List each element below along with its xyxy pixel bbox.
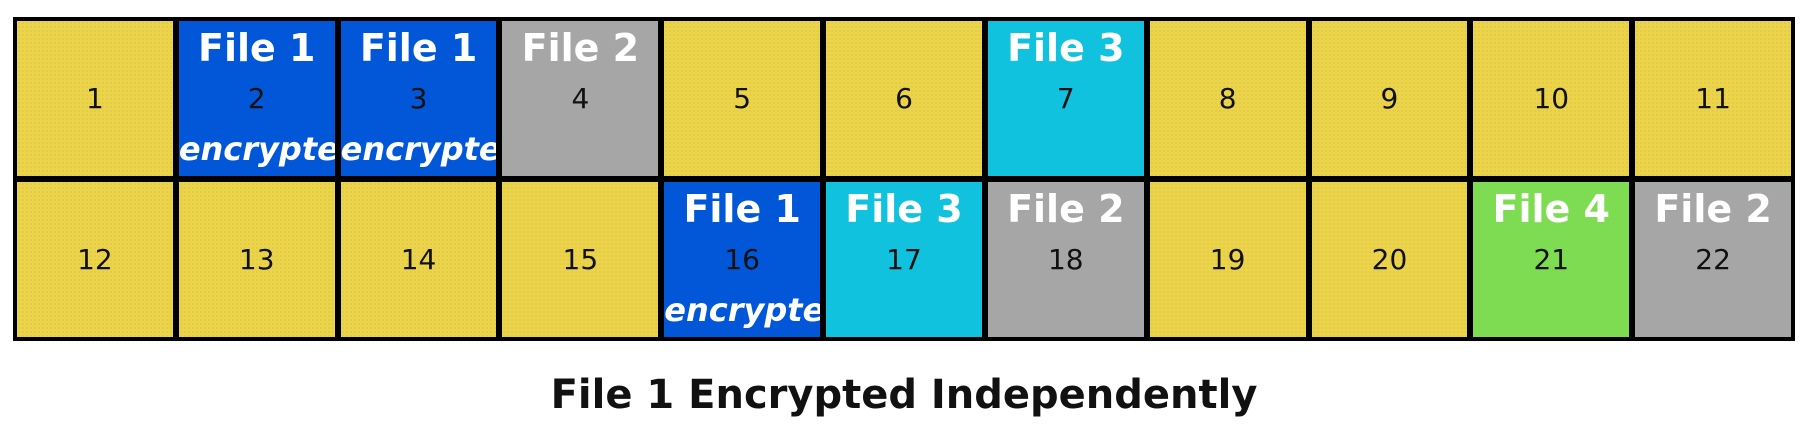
block-number: 20 [1371, 242, 1408, 276]
block-number: 17 [886, 242, 922, 276]
block-encrypted-label: encrypted [664, 291, 820, 329]
block-encrypted-label: encrypted [178, 130, 335, 168]
disk-block: File 2 18 [987, 182, 1144, 337]
disk-block: File 4 21 [1473, 182, 1630, 337]
disk-block: File 1 2 encrypted [178, 21, 335, 176]
block-file-label: File 3 [1007, 26, 1125, 70]
disk-block: File 2 4 [502, 21, 659, 176]
block-number: 15 [562, 242, 599, 276]
block-number: 16 [724, 242, 760, 276]
block-file-label: File 4 [1492, 187, 1610, 231]
block-number: 12 [77, 242, 113, 276]
block-file-label: File 1 [683, 187, 801, 231]
disk-block: 9 [1311, 21, 1468, 176]
disk-block: 20 [1311, 182, 1468, 337]
block-number: 1 [85, 81, 104, 115]
disk-block: 15 [502, 182, 659, 337]
disk-block: File 2 22 [1635, 182, 1791, 337]
block-number: 14 [400, 242, 437, 276]
disk-block: File 1 3 encrypted [340, 21, 497, 176]
disk-block: 12 [17, 182, 173, 337]
block-file-label: File 2 [1007, 187, 1125, 231]
block-number: 21 [1533, 242, 1570, 276]
block-number: 11 [1695, 81, 1731, 115]
disk-block: 1 [17, 21, 173, 176]
disk-block: File 1 16 encrypted [664, 182, 821, 337]
diagram-caption: File 1 Encrypted Independently [550, 372, 1258, 418]
block-number: 4 [571, 81, 590, 115]
block-file-label: File 2 [521, 26, 640, 70]
block-number: 13 [238, 242, 275, 276]
disk-block: 14 [340, 182, 497, 337]
block-file-label: File 1 [197, 26, 316, 70]
disk-block: 10 [1473, 21, 1630, 176]
block-number: 7 [1056, 81, 1075, 115]
disk-block: 5 [664, 21, 821, 176]
disk-block: File 3 7 [987, 21, 1144, 176]
disk-block: 19 [1149, 182, 1306, 337]
disk-block: 11 [1635, 21, 1791, 176]
block-number: 19 [1209, 242, 1246, 276]
block-number: 8 [1218, 81, 1237, 115]
block-number: 6 [895, 81, 913, 115]
disk-block: 6 [826, 21, 982, 176]
block-number: 22 [1695, 242, 1731, 276]
block-number: 18 [1047, 242, 1084, 276]
disk-block: 13 [178, 182, 335, 337]
block-number: 5 [733, 81, 752, 115]
block-file-label: File 2 [1654, 187, 1772, 231]
block-number: 10 [1533, 81, 1570, 115]
disk-block: File 3 17 [826, 182, 982, 337]
block-number: 9 [1380, 81, 1399, 115]
block-number: 2 [247, 81, 266, 115]
disk-block: 8 [1149, 21, 1306, 176]
block-file-label: File 3 [845, 187, 963, 231]
block-file-label: File 1 [359, 26, 478, 70]
block-number: 3 [409, 81, 428, 115]
block-encrypted-label: encrypted [340, 130, 497, 168]
